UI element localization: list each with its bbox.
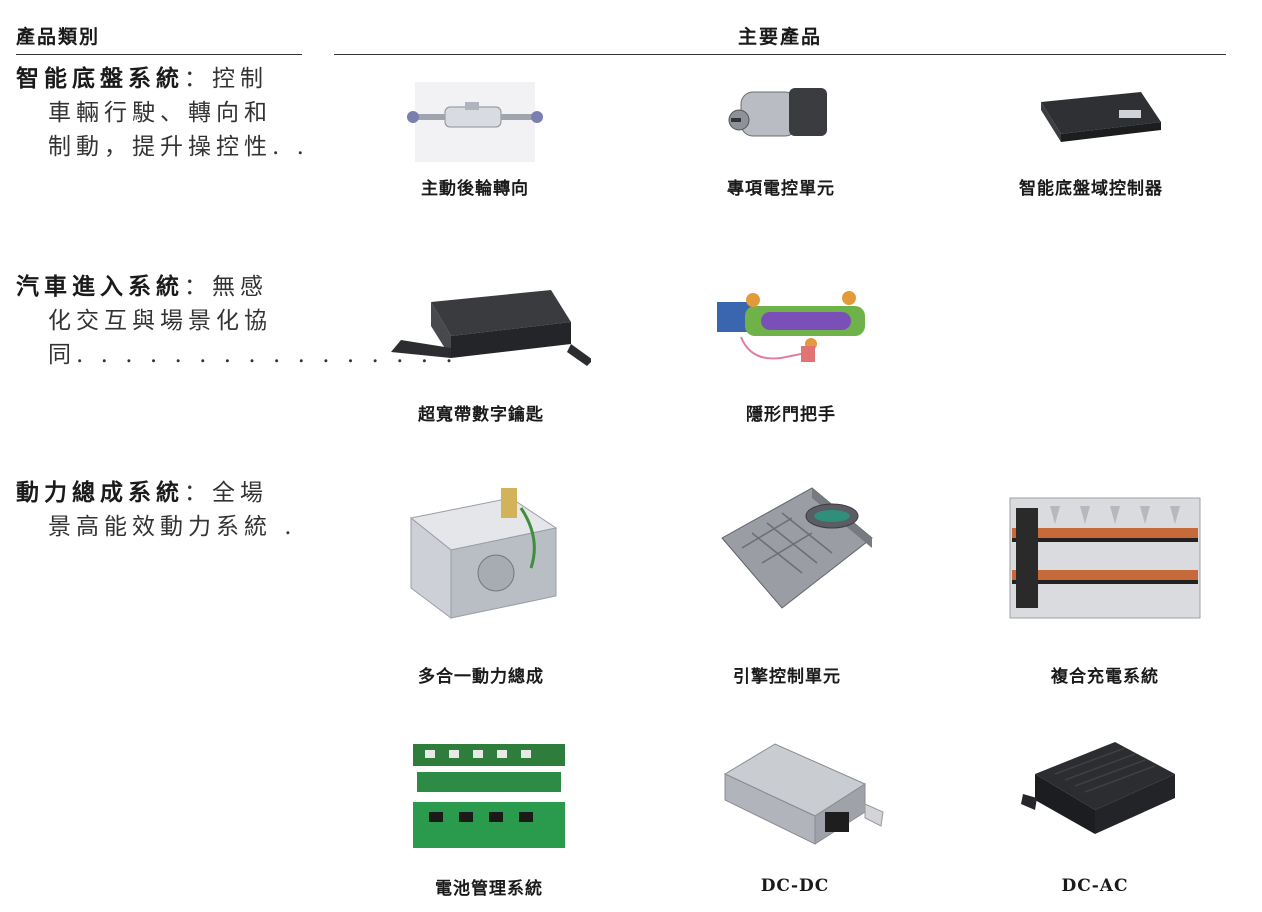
category-name: 動力總成系統 [16,479,184,506]
product-dcdc: DC-DC [670,734,920,896]
category-powertrain: 動力總成系統：全場 景高能效動力系統 . [16,476,306,544]
product-label: 專項電控單元 [727,179,835,199]
category-desc-1: ：無感 [184,274,268,300]
product-label: 引擎控制單元 [733,667,841,687]
main-products-header: 主要產品 [737,26,822,48]
dcac-inverter-icon [1021,742,1175,834]
category-chassis: 智能底盤系統：控制 車輛行駛、轉向和 制動，提升操控性. . [16,62,306,164]
product-label: 隱形門把手 [746,405,836,425]
product-engine-ecu: 引擎控制單元 [662,478,912,687]
category-desc-2: 車輛行駛、轉向和 [48,100,272,126]
product-label: 主動後輪轉向 [421,179,529,199]
dcdc-converter-icon [723,743,884,845]
category-entry: 汽車進入系統：無感 化交互與場景化協 同. . . . . . . . . . … [16,270,458,372]
category-name: 汽車進入系統 [16,273,184,300]
divider-left [16,54,302,55]
product-label: 複合充電系統 [1051,667,1159,687]
product-label: 超寬帶數字鑰匙 [418,405,544,425]
product-label: 多合一動力總成 [418,667,544,687]
product-dcac: DC-AC [970,734,1220,896]
motor-ecu-icon [728,88,827,137]
product-motor-ecu: 專項電控單元 [656,62,906,199]
product-uwb-key: 超寬帶數字鑰匙 [356,282,606,425]
powertrain-icon [409,488,558,619]
rear-steer-actuator-icon [407,82,543,162]
category-desc-2: 景高能效動力系統 . [48,514,297,540]
product-label: 電池管理系統 [435,879,543,899]
product-label: DC-DC [760,876,830,896]
charging-system-icon [1009,497,1201,619]
product-bms: 電池管理系統 [364,742,614,899]
bms-board-icon [413,744,565,848]
uwb-key-module-icon [391,290,593,366]
category-desc-3: 制動，提升操控性. . [48,134,309,160]
product-rear-steer: 主動後輪轉向 [350,62,600,199]
category-desc-1: ：全場 [184,480,268,506]
product-chassis-controller: 智能底盤域控制器 [966,62,1216,199]
category-desc-2: 化交互與場景化協 [48,308,272,334]
category-header: 產品類別 [16,26,101,48]
category-name: 智能底盤系統 [16,65,184,92]
domain-controller-icon [1041,92,1161,142]
category-desc-3: 同. . . . . . . . . . . . . . . . [48,342,458,368]
engine-control-unit-icon [721,487,873,609]
product-label: 智能底盤域控制器 [1019,179,1163,199]
product-powertrain: 多合一動力總成 [356,478,606,687]
product-charging: 複合充電系統 [980,478,1230,687]
product-door-handle: 隱形門把手 [666,282,916,425]
divider-right [334,54,1226,55]
hidden-door-handle-icon [717,291,865,362]
category-desc-1: ：控制 [184,66,268,92]
product-label: DC-AC [1061,876,1129,896]
